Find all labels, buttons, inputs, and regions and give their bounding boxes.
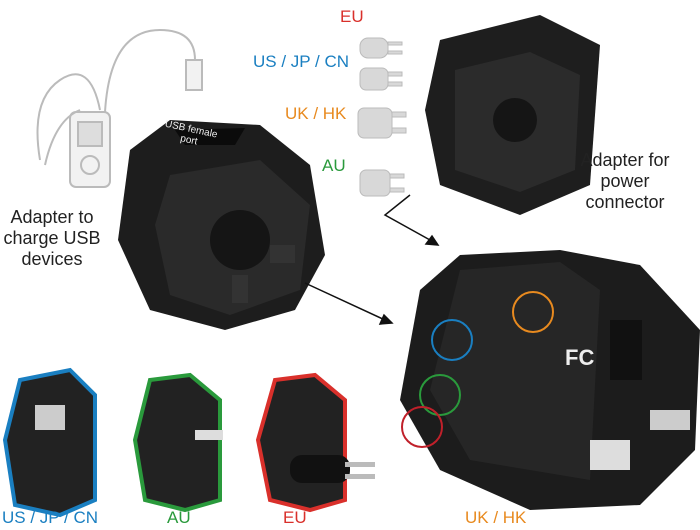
bottom-label-uk: UK / HK [465, 508, 527, 527]
plug-label-eu: EU [340, 7, 364, 26]
arrow-icons [304, 194, 440, 325]
svg-text:FC: FC [565, 345, 594, 370]
plug-label-us: US / JP / CN [253, 52, 350, 71]
usb-adapter-image [118, 120, 325, 330]
plug-icons [357, 37, 407, 197]
power-adapter-image [425, 15, 600, 215]
plug-attachment-us [2, 367, 97, 518]
bottom-label-us: US / JP / CN [2, 508, 99, 527]
plug-label-au: AU [322, 156, 346, 175]
bottom-label-au: AU [167, 508, 191, 527]
usb-adapter-caption: Adapter to charge USB devices [3, 207, 101, 269]
multi-adapter-image: FC [400, 250, 700, 510]
power-adapter-caption: Adapter for power connector [580, 150, 670, 212]
plug-label-uk: UK / HK [285, 104, 347, 123]
plug-attachment-au [132, 372, 223, 513]
plug-attachment-eu [255, 372, 375, 513]
mp3-player-icon [36, 28, 203, 188]
bottom-label-eu: EU [283, 508, 307, 527]
